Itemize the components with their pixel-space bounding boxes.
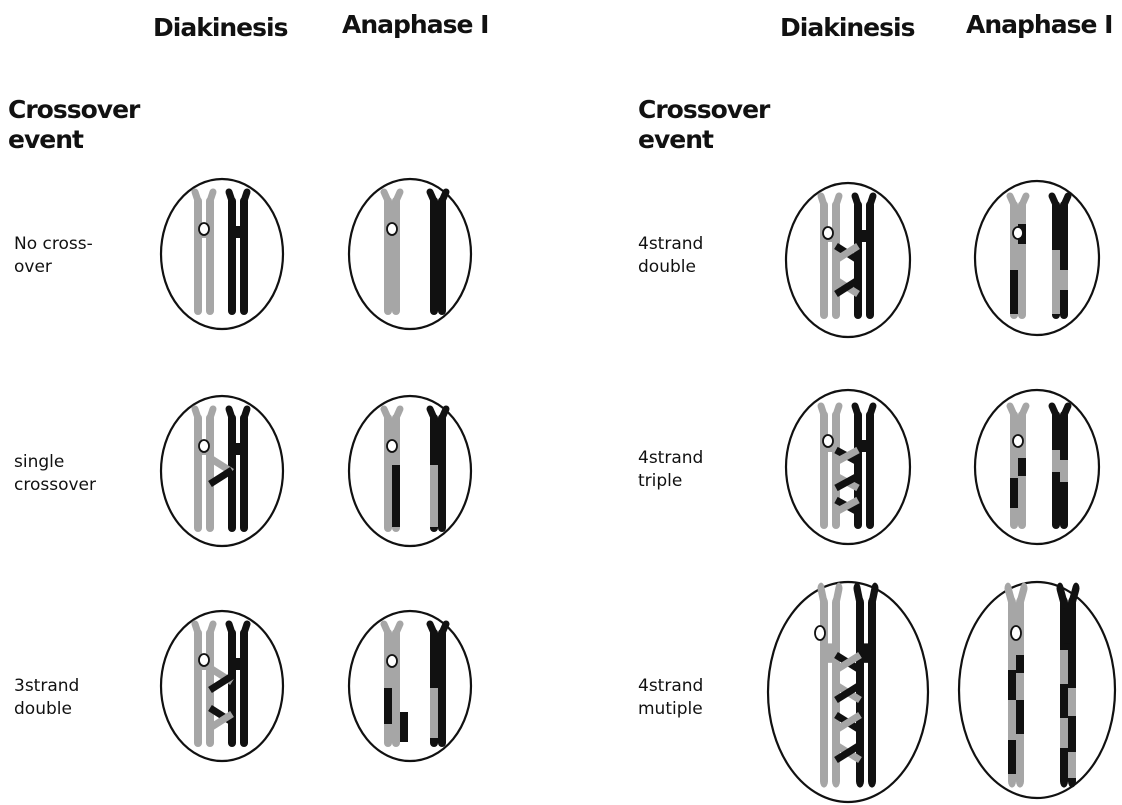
cell-4strand-multiple-anaphase: [959, 582, 1115, 798]
cell-4strand-double-diakinesis: [786, 183, 910, 337]
cell-3strand-double-diakinesis: [161, 611, 283, 761]
cell-4strand-triple-diakinesis: [786, 390, 910, 544]
cell-3strand-double-anaphase: [349, 611, 471, 761]
cell-single-crossover-anaphase: [349, 396, 471, 546]
centromere-marker-icon: [199, 223, 209, 235]
cell-4strand-triple-anaphase: [975, 390, 1099, 544]
cell-no-crossover-anaphase: [349, 179, 471, 329]
cell-single-crossover-diakinesis: [161, 396, 283, 546]
cell-4strand-double-anaphase: [975, 181, 1099, 335]
cell-no-crossover-diakinesis: [161, 179, 283, 329]
cell-4strand-multiple-diakinesis: [768, 582, 928, 802]
